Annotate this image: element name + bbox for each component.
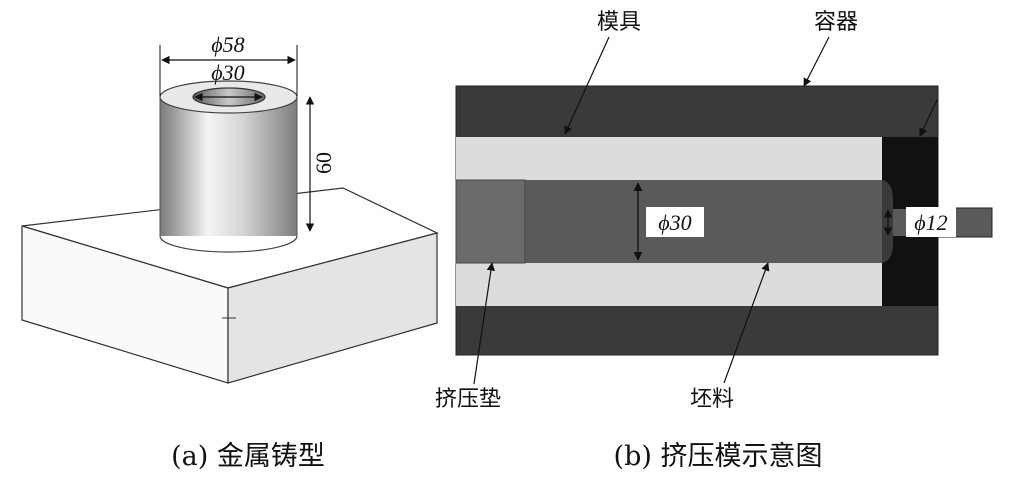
leader-container	[803, 36, 830, 87]
leader-pad	[473, 262, 496, 385]
dim-height-label: 60	[311, 152, 336, 174]
label-billet: 坯料	[690, 387, 734, 412]
dim-exit-box	[906, 207, 956, 237]
cylinder-body	[160, 97, 297, 236]
dim-exit-label: ϕ12	[914, 210, 947, 235]
label-die: 模具	[597, 10, 641, 35]
panel-a-mold: ϕ58 ϕ30 60 (a) 金属铸型	[21, 32, 439, 472]
die-liner-bottom	[456, 263, 882, 306]
dim-outer-label: ϕ58	[211, 32, 244, 57]
extrusion-pad	[455, 179, 526, 264]
base-side-face	[227, 232, 438, 384]
label-pad: 挤压垫	[435, 387, 501, 412]
dim-inner-label: ϕ30	[211, 60, 244, 85]
dim-billet-box	[646, 207, 704, 237]
caption-a: (a) 金属铸型	[171, 441, 325, 472]
caption-b: (b) 挤压模示意图	[614, 441, 823, 472]
label-container: 容器	[814, 10, 858, 35]
dim-billet-label: ϕ30	[658, 210, 691, 235]
leader-die	[564, 36, 610, 135]
die-insert	[882, 137, 938, 306]
cylinder-bottom-edge	[159, 235, 298, 253]
die-liner-top	[456, 137, 882, 180]
panel-b-die: ϕ30 ϕ12 模具 容器 挤压垫 坯料 (b) 挤压模示意图	[435, 10, 993, 472]
leader-insert	[919, 99, 938, 137]
leader-billet	[723, 262, 770, 384]
